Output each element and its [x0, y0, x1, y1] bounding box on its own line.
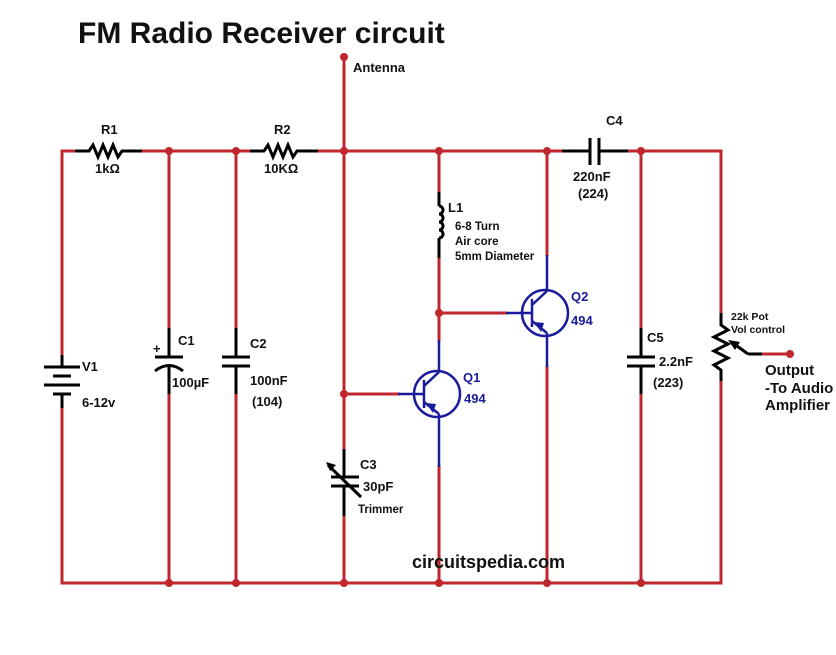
junction	[232, 147, 240, 155]
junctions	[165, 53, 794, 587]
capacitor-c4: C4 220nF (224)	[562, 113, 628, 201]
pot-note-2: Vol control	[731, 324, 785, 336]
junction	[340, 147, 348, 155]
pot-wiper-arrow-icon	[728, 340, 740, 350]
junction	[232, 579, 240, 587]
junction	[543, 147, 551, 155]
watermark: circuitspedia.com	[412, 552, 565, 572]
c4-ref: C4	[606, 113, 623, 128]
junction	[435, 579, 443, 587]
c2-code: (104)	[252, 394, 282, 409]
r2-value: 10KΩ	[264, 161, 298, 176]
c3-ref: C3	[360, 457, 377, 472]
c3-note: Trimmer	[358, 504, 404, 516]
r1-value: 1kΩ	[95, 161, 120, 176]
junction	[543, 579, 551, 587]
antenna-terminal	[340, 53, 348, 61]
q2-value: 494	[571, 313, 593, 328]
q1-value: 494	[464, 391, 486, 406]
output-line-3: Amplifier	[765, 397, 830, 414]
c4-code: (224)	[578, 186, 608, 201]
capacitor-c2: C2 100nF (104)	[222, 328, 288, 409]
output-terminal	[786, 350, 794, 358]
c2-ref: C2	[250, 336, 267, 351]
junction	[165, 147, 173, 155]
junction	[637, 579, 645, 587]
c1-ref: C1	[178, 333, 195, 348]
inductor-l1: L1 6-8 Turn Air core 5mm Diameter	[437, 192, 535, 263]
capacitor-c1: + C1 100µF	[153, 328, 209, 394]
output-line-2: -To Audio	[765, 380, 833, 397]
c2-value: 100nF	[250, 373, 288, 388]
l1-note-1: 6-8 Turn	[455, 221, 500, 233]
q2-ref: Q2	[571, 289, 588, 304]
transistor-q2: Q2 494	[506, 255, 593, 367]
junction	[340, 579, 348, 587]
junction	[435, 309, 443, 317]
l1-note-2: Air core	[455, 236, 498, 248]
l1-ref: L1	[448, 200, 463, 215]
capacitor-c5: C5 2.2nF (223)	[627, 328, 693, 394]
q1-emitter-arrow-icon	[426, 403, 436, 413]
output-label: Output -To Audio Amplifier	[765, 362, 833, 414]
potentiometer: 22k Pot Vol control	[710, 311, 785, 381]
c3-value: 30pF	[363, 479, 393, 494]
junction	[340, 390, 348, 398]
capacitor-c3-trimmer: C3 30pF Trimmer	[326, 449, 404, 516]
c4-value: 220nF	[573, 169, 611, 184]
transistor-q1: Q1 494	[398, 340, 486, 467]
l1-note-3: 5mm Diameter	[455, 251, 535, 263]
diagram-title: FM Radio Receiver circuit	[78, 17, 445, 50]
q1-ref: Q1	[463, 370, 480, 385]
trimmer-arrow-icon	[326, 462, 336, 471]
c1-polarity: +	[153, 341, 161, 356]
c1-value: 100µF	[172, 375, 209, 390]
c5-value: 2.2nF	[659, 354, 693, 369]
pot-note-1: 22k Pot	[731, 311, 769, 323]
v1-ref: V1	[82, 359, 98, 374]
c5-code: (223)	[653, 375, 683, 390]
wires	[60, 55, 792, 585]
junction	[165, 579, 173, 587]
resistor-r2: R2 10KΩ	[250, 122, 318, 176]
output-line-1: Output	[765, 362, 814, 379]
c5-ref: C5	[647, 330, 664, 345]
junction	[435, 147, 443, 155]
q2-emitter-arrow-icon	[534, 322, 544, 332]
resistor-r1: R1 1kΩ	[75, 122, 142, 176]
r1-ref: R1	[101, 122, 118, 137]
v1-value: 6-12v	[82, 395, 116, 410]
junction	[637, 147, 645, 155]
battery-v1: V1 6-12v	[44, 355, 116, 410]
antenna-label: Antenna	[353, 60, 406, 75]
r2-ref: R2	[274, 122, 291, 137]
